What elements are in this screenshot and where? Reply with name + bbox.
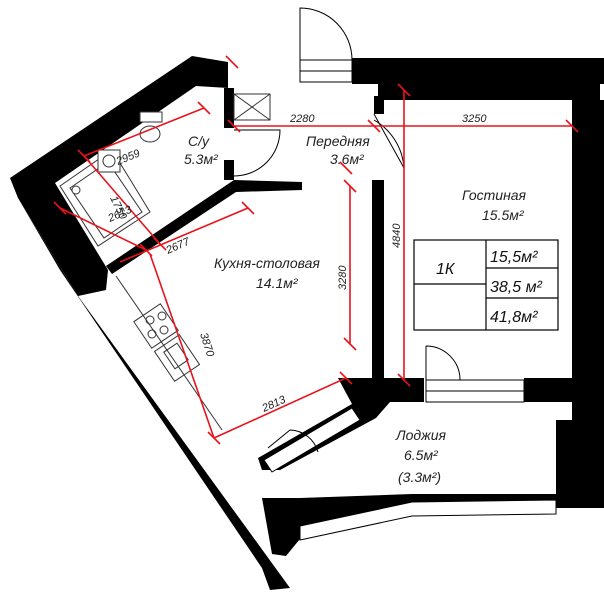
summary-total-area: 38,5 м² <box>490 279 543 296</box>
wall-living-bottom-right <box>524 378 572 402</box>
room-area-hallway: 3.6м² <box>330 151 365 167</box>
toilet <box>139 125 161 143</box>
summary-table: 1К 15,5м² 38,5 м² 41,8м² <box>413 239 559 331</box>
wall-bath-hall-lower <box>224 160 234 180</box>
wall-bath-kitchen <box>106 180 302 274</box>
dimension-lines <box>53 55 579 445</box>
wall-hall-living <box>374 96 384 114</box>
room-area-loggia-reduced: (3.3м²) <box>398 469 441 485</box>
room-name-kitchen: Кухня-столовая <box>214 255 320 271</box>
dim-kitchen-diag-b: 2677 <box>163 235 192 257</box>
dim-hall-width: 2280 <box>289 113 315 125</box>
room-area-kitchen: 14.1м² <box>256 275 299 291</box>
dim-living-height: 4840 <box>391 223 403 248</box>
door-balcony <box>425 345 461 381</box>
room-name-living: Гостиная <box>462 187 527 203</box>
summary-living-area: 15,5м² <box>490 249 538 266</box>
room-labels: С/у 5.3м² Передняя 3.6м² Гостиная 15.5м²… <box>184 133 527 485</box>
stove <box>133 303 179 349</box>
room-area-loggia: 6.5м² <box>404 447 439 463</box>
dim-kitchen-bottom: 2813 <box>259 393 288 415</box>
wall-bath-hall <box>224 88 234 128</box>
wall-loggia-bottom <box>262 494 556 556</box>
door-entrance <box>299 7 353 61</box>
wall-outer-left <box>10 56 228 296</box>
window-loggia-front <box>299 499 557 541</box>
doors <box>233 7 461 453</box>
wall-outer-top <box>352 58 604 100</box>
dim-kitchen-height: 3280 <box>337 265 349 290</box>
door-bathroom <box>233 129 281 177</box>
room-name-bathroom: С/у <box>188 133 210 149</box>
dimension-ticks <box>53 55 579 445</box>
apartment-type: 1К <box>436 261 456 278</box>
dim-living-width: 3250 <box>462 113 487 125</box>
wall-outer-southwest <box>18 198 290 590</box>
walls <box>10 56 604 590</box>
dim-kitchen-diag-c: 3870 <box>197 331 216 359</box>
wall-living-bottom <box>384 378 424 402</box>
door-living <box>373 113 405 169</box>
fixtures <box>59 93 271 431</box>
wall-outer-right <box>572 100 604 508</box>
room-area-living: 15.5м² <box>482 207 525 223</box>
wall-loggia-right <box>556 420 574 508</box>
room-area-bathroom: 5.3м² <box>184 151 219 167</box>
room-name-hallway: Передняя <box>306 133 370 149</box>
wall-living-kitchen <box>372 180 384 380</box>
door-loggia <box>267 429 319 453</box>
room-name-loggia: Лоджия <box>395 427 447 443</box>
summary-total-with-loggia: 41,8м² <box>490 309 538 326</box>
